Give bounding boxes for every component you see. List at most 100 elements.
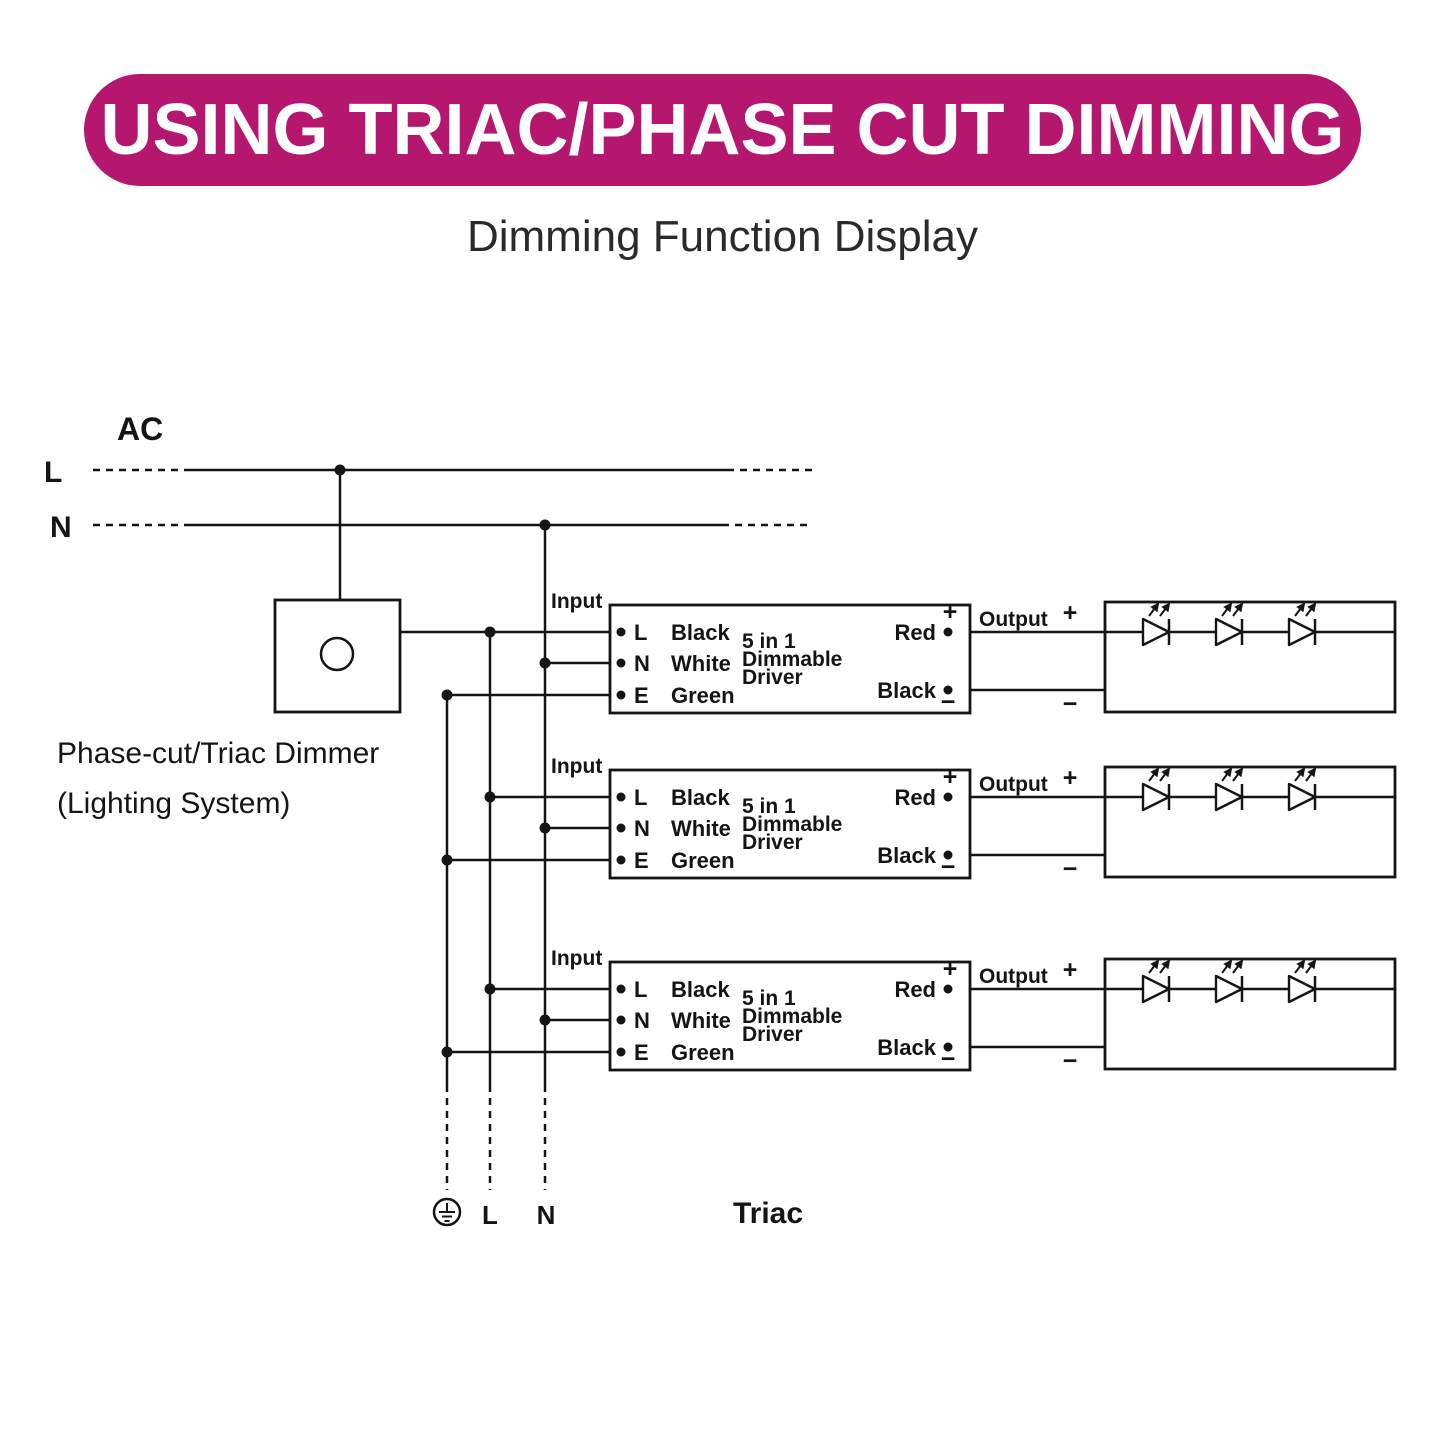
red-terminal-label: Red	[894, 785, 936, 810]
led-module	[1103, 765, 1397, 879]
driver-box	[608, 960, 972, 1072]
dimmer-knob-icon	[319, 636, 355, 672]
led-diode-icon	[1141, 602, 1171, 647]
terminal-l-letter: L	[634, 785, 647, 810]
driver-box	[608, 603, 972, 715]
driver-title-line1: 5 in 1	[742, 795, 796, 818]
minus-label: −	[941, 1045, 956, 1073]
terminal-n-dot	[616, 823, 626, 833]
bottom-l-label: L	[482, 1200, 498, 1230]
black-terminal-dot	[943, 1042, 953, 1052]
red-terminal-label: Red	[894, 977, 936, 1002]
e-bus	[441, 689, 610, 1190]
terminal-n-dot	[616, 1015, 626, 1025]
ac-line-n	[93, 519, 812, 531]
output-minus-sign: −	[1063, 1047, 1078, 1075]
terminal-n-wire: White	[671, 816, 731, 841]
input-label: Input	[551, 947, 602, 970]
dimmer-box	[273, 598, 402, 714]
terminal-e-wire: Green	[671, 1040, 735, 1065]
driver-title-line2: Dimmable	[742, 648, 842, 671]
plus-label: +	[943, 598, 958, 626]
input-label: Input	[551, 590, 602, 613]
black-terminal-dot	[943, 685, 953, 695]
driver-row-1: Input L Black N White E Green 5 in 1 Dim…	[551, 590, 1397, 718]
junction-dot	[484, 626, 496, 638]
terminal-e-letter: E	[634, 1040, 649, 1065]
terminal-e-wire: Green	[671, 848, 735, 873]
minus-label: −	[941, 688, 956, 716]
terminal-e-dot	[616, 1047, 626, 1057]
terminal-e-letter: E	[634, 848, 649, 873]
output-label: Output	[979, 608, 1048, 631]
driver-title-line1: 5 in 1	[742, 987, 796, 1010]
red-terminal-dot	[943, 984, 953, 994]
terminal-e-dot	[616, 855, 626, 865]
bottom-n-label: N	[537, 1200, 556, 1230]
driver-row-2: Input L Black N White E Green 5 in 1 Dim…	[551, 755, 1397, 883]
driver-title-line2: Dimmable	[742, 813, 842, 836]
output-plus-sign: +	[1063, 956, 1078, 984]
led-diode-icon	[1141, 767, 1171, 812]
title-banner: USING TRIAC/PHASE CUT DIMMING	[84, 74, 1361, 186]
terminal-l-wire: Black	[671, 977, 730, 1002]
black-terminal-label: Black	[877, 1035, 936, 1060]
line-n-label: N	[50, 511, 72, 544]
red-terminal-dot	[943, 792, 953, 802]
terminal-l-wire: Black	[671, 620, 730, 645]
l-bus	[484, 626, 610, 1190]
led-diode-icon	[1214, 602, 1244, 647]
plus-label: +	[943, 763, 958, 791]
line-l-label: L	[44, 456, 62, 489]
terminal-l-dot	[616, 984, 626, 994]
earth-ground-icon	[432, 1197, 462, 1227]
black-terminal-label: Black	[877, 678, 936, 703]
led-diode-icon	[1214, 767, 1244, 812]
red-terminal-dot	[943, 627, 953, 637]
minus-label: −	[941, 853, 956, 881]
terminal-l-wire: Black	[671, 785, 730, 810]
output-minus-sign: −	[1063, 855, 1078, 883]
terminal-n-letter: N	[634, 651, 650, 676]
led-module	[1103, 957, 1397, 1071]
terminal-l-letter: L	[634, 620, 647, 645]
banner-title: USING TRIAC/PHASE CUT DIMMING	[100, 90, 1345, 170]
triac-label: Triac	[733, 1197, 803, 1230]
led-module	[1103, 600, 1397, 714]
terminal-e-wire: Green	[671, 683, 735, 708]
terminal-l-dot	[616, 627, 626, 637]
input-label: Input	[551, 755, 602, 778]
terminal-e-letter: E	[634, 683, 649, 708]
n-bus	[539, 525, 610, 1190]
black-terminal-dot	[943, 850, 953, 860]
driver-title-line2: Dimmable	[742, 1005, 842, 1028]
ac-label: AC	[117, 411, 163, 447]
led-diode-icon	[1141, 959, 1171, 1004]
driver-title-line3: Driver	[742, 1023, 803, 1046]
driver-title-line3: Driver	[742, 831, 803, 854]
dimmer-caption-line2: (Lighting System)	[57, 787, 290, 820]
terminal-n-wire: White	[671, 1008, 731, 1033]
dimmer-caption-line1: Phase-cut/Triac Dimmer	[57, 737, 379, 770]
driver-box	[608, 768, 972, 880]
output-plus-sign: +	[1063, 764, 1078, 792]
driver-row-3: Input L Black N White E Green 5 in 1 Dim…	[551, 947, 1397, 1075]
output-label: Output	[979, 773, 1048, 796]
terminal-n-letter: N	[634, 1008, 650, 1033]
driver-title-line3: Driver	[742, 666, 803, 689]
black-terminal-label: Black	[877, 843, 936, 868]
terminal-l-letter: L	[634, 977, 647, 1002]
plus-label: +	[943, 955, 958, 983]
led-diode-icon	[1287, 959, 1317, 1004]
output-minus-sign: −	[1063, 690, 1078, 718]
terminal-n-dot	[616, 658, 626, 668]
terminal-l-dot	[616, 792, 626, 802]
terminal-n-wire: White	[671, 651, 731, 676]
led-diode-icon	[1287, 767, 1317, 812]
terminal-n-letter: N	[634, 816, 650, 841]
led-diode-icon	[1214, 959, 1244, 1004]
output-label: Output	[979, 965, 1048, 988]
driver-title-line1: 5 in 1	[742, 630, 796, 653]
